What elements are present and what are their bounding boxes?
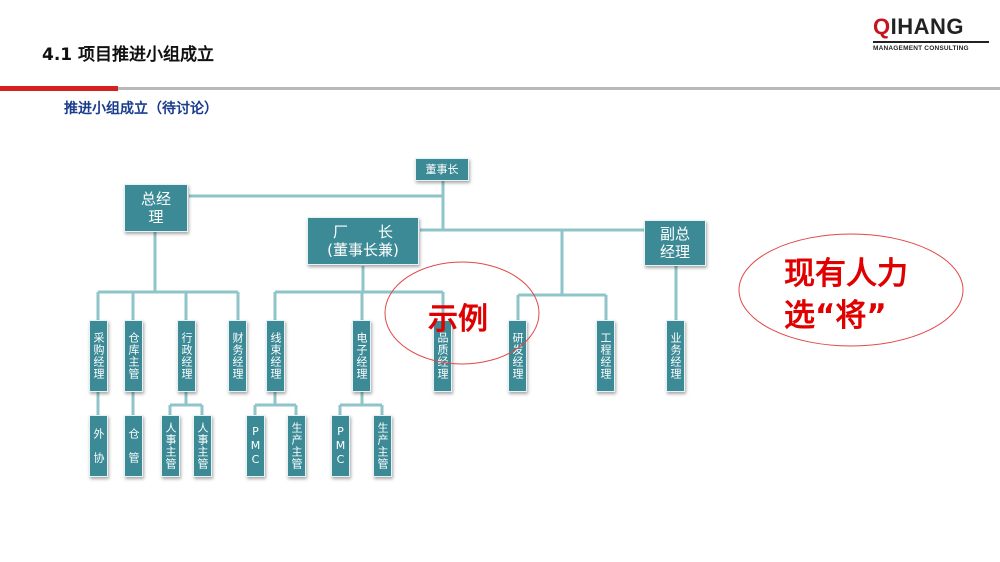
node-electronics-manager-label: 电子经理 (355, 332, 368, 380)
node-warehouse-keeper: 仓 管 (124, 415, 143, 477)
node-production-supervisor-2: 生产主管 (373, 415, 392, 477)
header-accent-rule (0, 86, 118, 91)
node-outsourcing-label: 外 协 (92, 428, 105, 464)
node-vice-general-manager: 副总经理 (644, 220, 706, 266)
node-finance-manager: 财务经理 (228, 320, 247, 392)
logo-rest: IHANG (890, 14, 965, 39)
node-pmc-1: PMC (246, 415, 265, 477)
node-production-supervisor-2-label: 生产主管 (376, 422, 389, 470)
manpower-label-line1: 现有人力 (784, 256, 908, 292)
node-finance-manager-label: 财务经理 (231, 332, 244, 380)
node-electronics-manager: 电子经理 (352, 320, 371, 392)
node-hr-supervisor-1: 人事主管 (161, 415, 180, 477)
page-title: 4.1 项目推进小组成立 (42, 45, 215, 65)
node-warehouse-supervisor-label: 仓库主管 (127, 332, 140, 380)
node-plant-manager-title: 厂 长 (332, 223, 393, 241)
manpower-label-line2: 选“将” (784, 298, 887, 334)
node-hr-supervisor-1-label: 人事主管 (164, 422, 177, 470)
section-subtitle: 推进小组成立（待讨论） (64, 101, 218, 117)
node-rd-manager-label: 研发经理 (511, 332, 524, 380)
node-general-manager-label: 总经理 (140, 190, 171, 226)
node-sales-manager: 业务经理 (666, 320, 685, 392)
node-warehouse-supervisor: 仓库主管 (124, 320, 143, 392)
node-procurement-manager-label: 采购经理 (92, 332, 105, 380)
node-pmc-2: PMC (331, 415, 350, 477)
header-divider (118, 87, 1000, 90)
node-engineering-manager-label: 工程经理 (599, 332, 612, 380)
node-harness-manager-label: 线束经理 (269, 332, 282, 380)
node-pmc-2-label: PMC (334, 425, 347, 467)
node-hr-supervisor-2-label: 人事主管 (196, 422, 209, 470)
node-procurement-manager: 采购经理 (89, 320, 108, 392)
node-warehouse-keeper-label: 仓 管 (127, 428, 140, 464)
node-plant-manager: 厂 长 (董事长兼) (307, 217, 419, 265)
node-admin-manager: 行政经理 (177, 320, 196, 392)
node-chairman: 董事长 (415, 158, 469, 181)
example-label: 示例 (428, 302, 488, 337)
logo-q-letter: Q (873, 14, 891, 39)
node-production-supervisor-1-label: 生产主管 (290, 422, 303, 470)
brand-logo: QIHANG MANAGEMENT CONSULTING (873, 16, 989, 52)
logo-divider (873, 41, 989, 43)
node-vice-general-manager-label: 副总经理 (659, 225, 690, 261)
node-plant-manager-note: (董事长兼) (327, 241, 399, 259)
logo-wordmark: QIHANG (873, 16, 989, 38)
node-outsourcing: 外 协 (89, 415, 108, 477)
node-production-supervisor-1: 生产主管 (287, 415, 306, 477)
node-chairman-label: 董事长 (425, 162, 459, 176)
node-sales-manager-label: 业务经理 (669, 332, 682, 380)
node-hr-supervisor-2: 人事主管 (193, 415, 212, 477)
node-pmc-1-label: PMC (249, 425, 262, 467)
logo-tagline: MANAGEMENT CONSULTING (873, 45, 969, 52)
node-rd-manager: 研发经理 (508, 320, 527, 392)
node-harness-manager: 线束经理 (266, 320, 285, 392)
node-admin-manager-label: 行政经理 (180, 332, 193, 380)
node-quality-manager-label: 品质经理 (436, 332, 449, 380)
node-general-manager: 总经理 (124, 184, 188, 232)
node-engineering-manager: 工程经理 (596, 320, 615, 392)
